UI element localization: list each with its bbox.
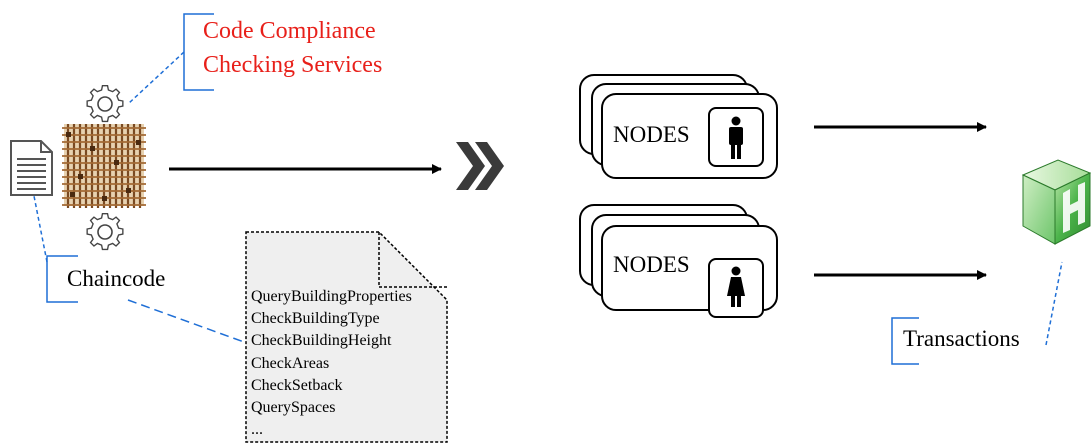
transactions-callout: [891, 261, 1063, 365]
chaincode-label: Chaincode: [67, 266, 166, 291]
function-list-paper: [245, 231, 448, 443]
gear-icon: [86, 213, 124, 251]
services-label-line1: Code Compliance: [203, 18, 376, 44]
man-icon: [729, 116, 743, 159]
function-item: QueryBuildingProperties: [251, 288, 412, 305]
services-callout: [127, 13, 214, 105]
transactions-label: Transactions: [903, 326, 1020, 351]
gear-icon: [86, 85, 124, 123]
document-icon: [10, 140, 53, 196]
node-label: NODES: [613, 252, 690, 277]
chaincode-lattice-icon: [62, 124, 146, 208]
function-list: QueryBuildingProperties CheckBuildingTyp…: [251, 286, 412, 441]
function-item: ...: [251, 421, 263, 439]
services-label-line2: Checking Services: [203, 52, 383, 78]
woman-icon: [727, 266, 745, 307]
node-stack: [579, 74, 778, 179]
node-label: NODES: [613, 122, 690, 147]
function-item: QuerySpaces: [251, 398, 336, 416]
function-item: CheckBuildingHeight: [251, 332, 392, 350]
block-icon: [1021, 159, 1091, 245]
function-item: CheckAreas: [251, 354, 330, 372]
function-item: CheckSetback: [251, 376, 343, 394]
function-item: CheckBuildingType: [251, 310, 380, 328]
chaincode-callout: [33, 195, 245, 343]
double-chevron-icon: [456, 142, 504, 190]
